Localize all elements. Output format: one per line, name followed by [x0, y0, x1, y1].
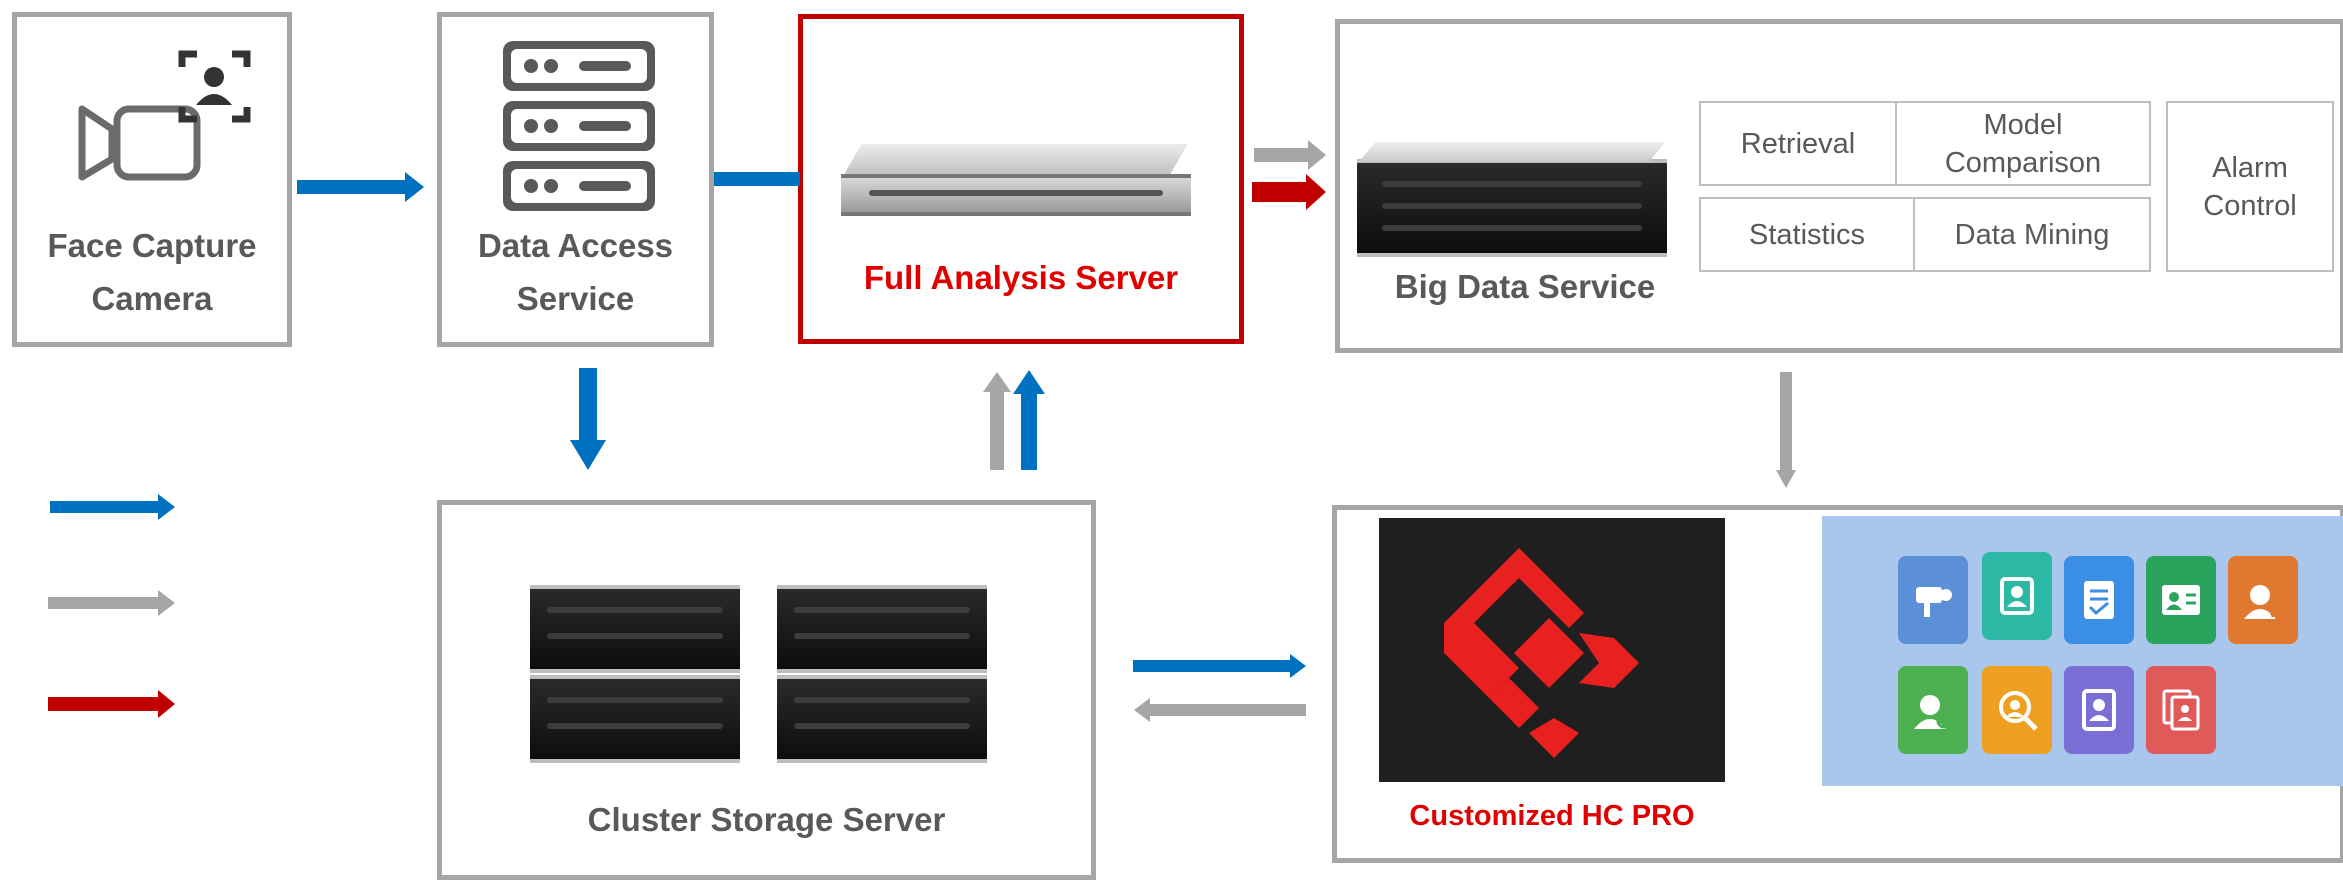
retrieval-cell: Retrieval: [1699, 101, 1897, 186]
arrow-camera-to-access: [297, 172, 424, 202]
big-data-label: Big Data Service: [1394, 268, 1656, 305]
vs-compare-app-icon: VS: [2228, 556, 2298, 644]
arrow-storage-to-analysis-blue: [1013, 370, 1045, 470]
storage-unit-2: [777, 585, 987, 673]
hc-pro-label: Customized HC PRO: [1409, 800, 1695, 832]
arrow-hcpro-to-storage-gray: [1134, 698, 1306, 722]
arrow-storage-to-hcpro-blue: [1133, 654, 1306, 678]
cluster-storage-node: Cluster Storage Server: [437, 500, 1096, 880]
big-data-server-image: [1357, 159, 1667, 257]
arrow-access-to-storage: [570, 368, 606, 470]
magnifier-app-icon: [1982, 666, 2052, 754]
face-capture-app-icon: [1982, 552, 2052, 640]
arrow-analysis-to-bigdata-red: [1252, 174, 1326, 210]
document-app-icon: [2146, 666, 2216, 754]
hc-pro-node: Customized HC PRO VS: [1332, 505, 2343, 863]
hc-pro-logo-icon: [1444, 548, 1639, 758]
arrow-storage-to-analysis-gray: [983, 372, 1011, 470]
checklist-app-icon: [2064, 556, 2134, 644]
legend-blue-arrow: [50, 494, 175, 520]
line-access-to-analysis: [714, 172, 800, 186]
storage-unit-1: [530, 585, 740, 673]
face-capture-camera-icon: [78, 50, 251, 181]
cluster-storage-label: Cluster Storage Server: [587, 801, 946, 838]
storage-unit-3: [530, 675, 740, 763]
id-card-app-icon: [2146, 556, 2216, 644]
alarm-control-cell: Alarm Control: [2166, 101, 2334, 272]
data-mining-cell: Data Mining: [1913, 197, 2151, 272]
svg-text:VS: VS: [2268, 604, 2286, 620]
full-analysis-node: Full Analysis Server: [798, 14, 1244, 344]
full-analysis-server-image: [841, 174, 1191, 216]
arrow-analysis-to-bigdata-gray: [1254, 140, 1326, 170]
storage-unit-4: [777, 675, 987, 763]
legend-red-arrow: [48, 690, 175, 718]
app-icons-panel: VS: [1822, 516, 2343, 786]
face-search-app-icon: [1898, 666, 1968, 754]
full-analysis-label: Full Analysis Server: [863, 259, 1179, 296]
camera-app-icon: [1898, 556, 1968, 644]
legend-gray-arrow: [48, 590, 175, 616]
arrow-bigdata-to-hcpro: [1776, 372, 1796, 488]
big-data-node: Big Data Service: [1335, 19, 2343, 353]
hc-pro-logo: [1379, 518, 1725, 782]
person-search-app-icon: [2064, 666, 2134, 754]
server-stack-icon: [503, 41, 655, 211]
model-comparison-cell: Model Comparison: [1895, 101, 2151, 186]
